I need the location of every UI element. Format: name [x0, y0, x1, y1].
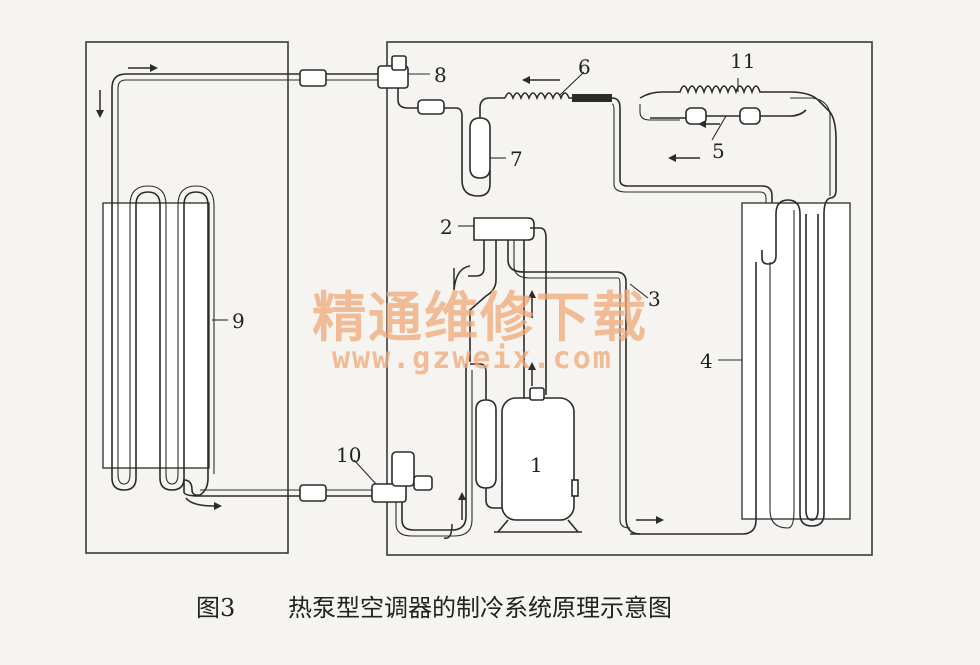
reversing-valve-2: [468, 217, 641, 535]
muffler-7: [469, 97, 505, 179]
indoor-heat-exchanger: [102, 88, 215, 496]
indoor-unit-box: [85, 41, 289, 554]
stop-valve-10: [371, 364, 473, 537]
label-4: 4: [700, 349, 713, 373]
label-7: 7: [510, 147, 523, 171]
label-2: 2: [440, 215, 453, 239]
figure-caption: 热泵型空调器的制冷系统原理示意图: [288, 594, 672, 622]
outdoor-unit-box: [386, 41, 873, 556]
check-valve-5: [650, 107, 807, 128]
coil-11: [639, 85, 837, 199]
label-9: 9: [232, 309, 245, 333]
pipe-fitting-top: [299, 69, 327, 87]
watermark-url: www.gzweix.com: [332, 341, 613, 376]
label-3: 3: [648, 287, 661, 311]
label-5: 5: [712, 139, 725, 163]
label-6: 6: [578, 55, 591, 79]
watermark-title: 精通维修下载: [312, 286, 648, 349]
label-8: 8: [434, 63, 447, 87]
pipe-bottom-left: [183, 479, 380, 497]
outdoor-heat-exchanger: [630, 197, 851, 535]
figure-number: 图3: [196, 594, 235, 622]
accumulator: [470, 363, 504, 509]
pipe-fitting-bottom: [299, 484, 327, 502]
stop-valve-8: [377, 55, 491, 197]
label-10: 10: [336, 443, 361, 467]
pipe-top-left: [111, 73, 390, 89]
label-1: 1: [530, 453, 543, 477]
label-11: 11: [730, 49, 755, 73]
compressor-1: [494, 387, 582, 533]
